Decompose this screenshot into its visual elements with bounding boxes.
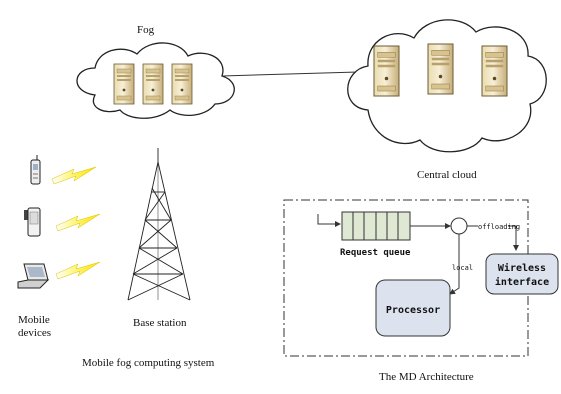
request-queue-label: Request queue: [340, 248, 411, 258]
wireless-signal-icon: [55, 213, 101, 232]
mobile-devices-label-line1: Mobile: [18, 314, 50, 326]
fog-cloud-link: [221, 71, 359, 77]
wireless-signal-icon: [51, 166, 97, 185]
processor-box: [375, 279, 451, 337]
central-cloud-label: Central cloud: [417, 169, 477, 181]
fog-label: Fog: [137, 24, 155, 36]
request-queue: [341, 211, 411, 241]
central-cloud: [347, 19, 547, 153]
system-caption: Mobile fog computing system: [82, 357, 215, 369]
incoming-request-arrow: [317, 214, 341, 227]
base-station-tower-icon: [127, 148, 191, 301]
wireless-interface-label-line1: Wireless: [498, 262, 546, 274]
processor-label: Processor: [386, 305, 440, 316]
fog-server-icon: [171, 63, 193, 105]
local-arrow: [449, 234, 460, 295]
offloading-arrow: [508, 225, 519, 251]
offloading-label: offloading: [478, 223, 520, 231]
mobile-phone-icon: [30, 155, 41, 185]
cloud-server-icon: [373, 45, 400, 97]
base-station-label: Base station: [133, 317, 187, 329]
md-architecture-frame: [283, 199, 529, 357]
wireless-signal-icon: [55, 261, 101, 280]
md-architecture-caption: The MD Architecture: [379, 371, 474, 383]
mobile-devices-label-line2: devices: [18, 327, 51, 339]
fog-server-icon: [113, 63, 135, 105]
fog-cloud: [76, 42, 235, 119]
cloud-server-icon: [481, 45, 508, 97]
fog-server-icon: [142, 63, 164, 105]
local-label: local: [452, 264, 473, 272]
wireless-interface-box: [485, 253, 559, 295]
decision-node: [450, 217, 468, 235]
pda-icon: [24, 207, 41, 237]
cloud-server-icon: [427, 43, 454, 95]
wireless-interface-label-line2: interface: [495, 276, 549, 288]
laptop-icon: [17, 263, 50, 289]
